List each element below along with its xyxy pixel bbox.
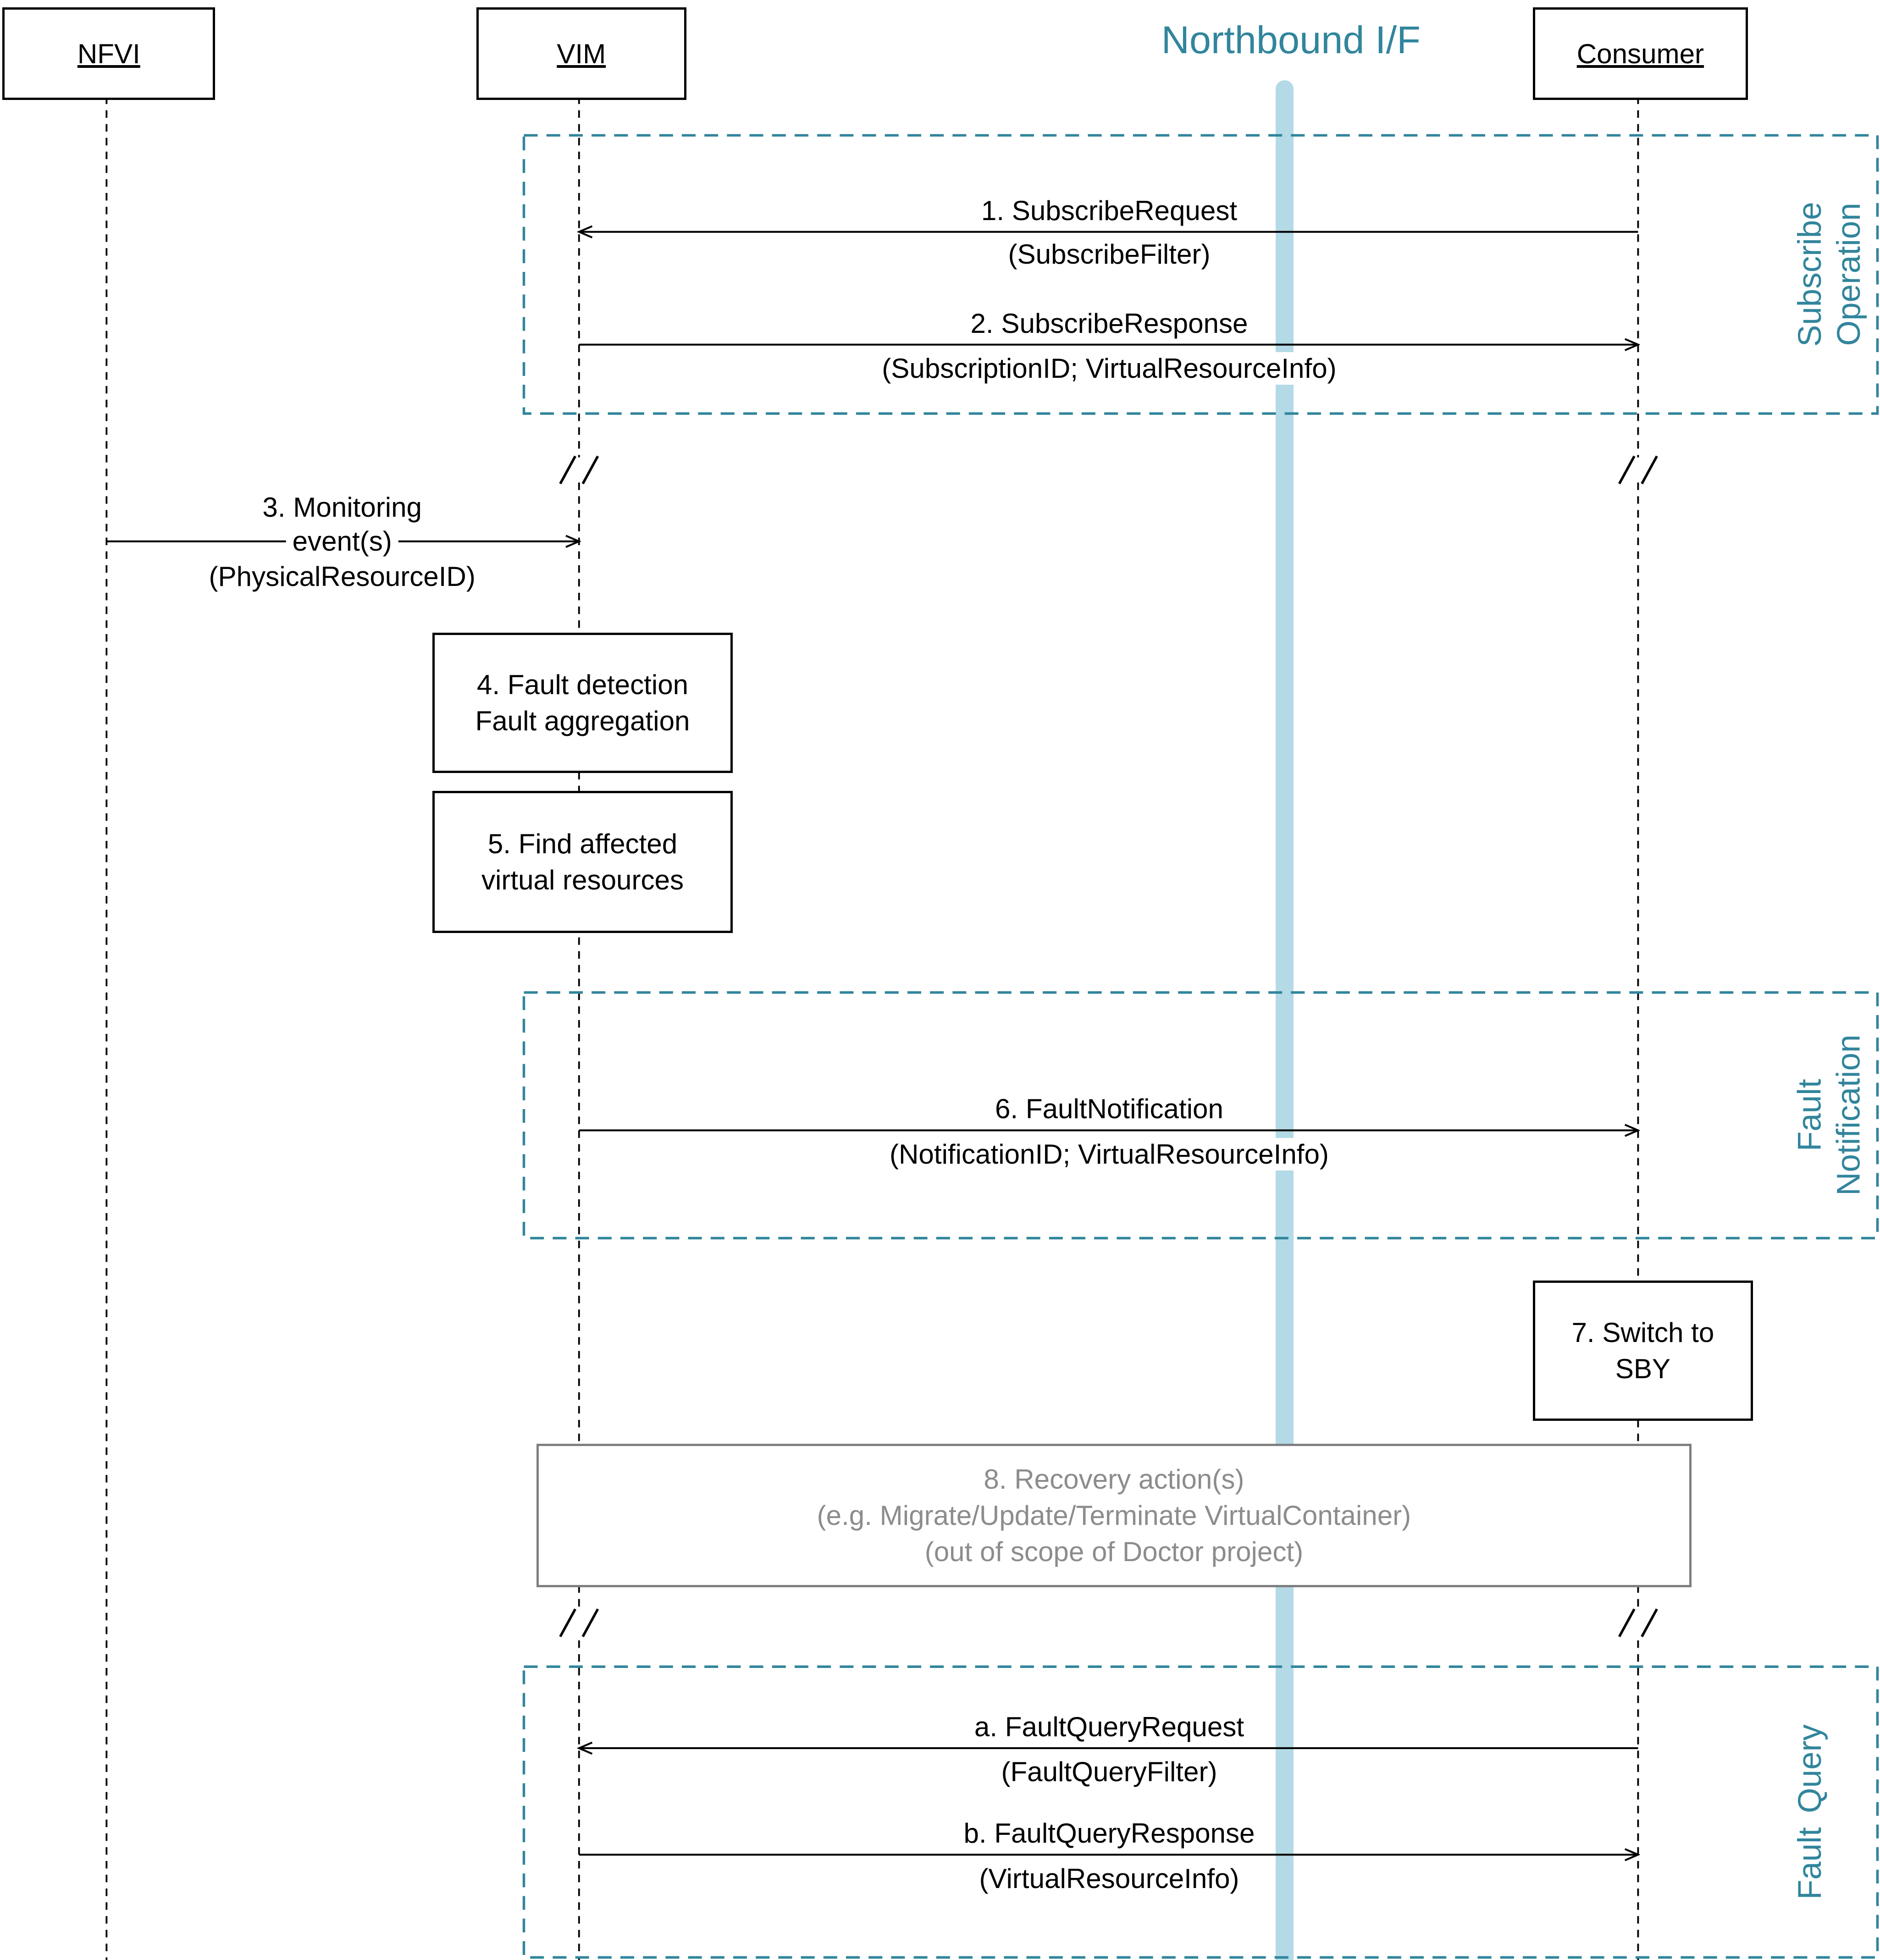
box-find-affected-resources: 5. Find affected virtual resources: [432, 790, 733, 933]
lifeline-break-consumer-bottom: [1618, 1608, 1658, 1637]
diagram-title: Northbound I/F: [1161, 18, 1421, 62]
msg-fault-query-response-params: (VirtualResourceInfo): [973, 1862, 1246, 1895]
box-line: 7. Switch to: [1571, 1317, 1714, 1348]
group-frame-subscribe-operation: [522, 134, 1879, 415]
box-line: (e.g. Migrate/Update/Terminate VirtualCo…: [817, 1500, 1411, 1531]
group-label-fault-query: Fault Query: [1791, 1667, 1874, 1957]
group-label-line: Fault: [1792, 1079, 1828, 1152]
box-line: 5. Find affected: [487, 828, 678, 859]
group-label-line: Fault: [1792, 1827, 1828, 1900]
actor-vim: VIM: [476, 7, 686, 100]
group-label-line: Operation: [1830, 203, 1867, 346]
actor-vim-label: VIM: [557, 38, 606, 69]
lifeline-break-consumer-top: [1618, 455, 1658, 485]
box-switch-to-sby: 7. Switch to SBY: [1532, 1281, 1753, 1421]
msg-monitoring-line3: (PhysicalResourceID): [202, 560, 482, 593]
northbound-interface-bar: [1276, 80, 1294, 1960]
msg-fault-notification-title: 6. FaultNotification: [989, 1093, 1230, 1126]
box-line: 8. Recovery action(s): [984, 1463, 1244, 1495]
msg-fault-query-request-params: (FaultQueryFilter): [995, 1756, 1224, 1789]
lifeline-break-vim-top: [559, 455, 599, 485]
msg-monitoring-line1: 3. Monitoring: [256, 491, 428, 524]
box-line: Fault aggregation: [475, 705, 690, 736]
msg-fault-query-request-title: a. FaultQueryRequest: [968, 1710, 1250, 1744]
box-recovery-actions: 8. Recovery action(s) (e.g. Migrate/Upda…: [536, 1443, 1692, 1588]
group-label-line: Notification: [1830, 1034, 1867, 1196]
actor-nfvi-label: NFVI: [77, 38, 140, 69]
msg-fault-notification-params: (NotificationID; VirtualResourceInfo): [883, 1137, 1335, 1170]
msg-monitoring-line2: event(s): [286, 525, 398, 558]
msg-subscribe-request-title: 1. SubscribeRequest: [975, 194, 1244, 227]
msg-subscribe-response-params: (SubscriptionID; VirtualResourceInfo): [875, 352, 1343, 385]
group-label-line: Query: [1792, 1724, 1828, 1813]
lifeline-break-vim-bottom: [559, 1608, 599, 1637]
msg-fault-query-response-title: b. FaultQueryResponse: [957, 1817, 1261, 1850]
group-frame-fault-notification: [522, 991, 1879, 1240]
group-frame-fault-query: [522, 1665, 1879, 1959]
box-line: (out of scope of Doctor project): [924, 1536, 1304, 1568]
msg-subscribe-response-title: 2. SubscribeResponse: [964, 307, 1255, 340]
msg-subscribe-request-params: (SubscribeFilter): [1001, 238, 1217, 271]
actor-nfvi: NFVI: [2, 7, 216, 100]
actor-consumer-label: Consumer: [1576, 38, 1704, 69]
group-label-fault-notification: Fault Notification: [1791, 993, 1874, 1238]
actor-consumer: Consumer: [1532, 7, 1748, 100]
box-line: virtual resources: [481, 865, 684, 896]
box-line: SBY: [1615, 1353, 1671, 1385]
box-fault-detection: 4. Fault detection Fault aggregation: [432, 633, 733, 773]
group-label-subscribe-operation: Subscribe Operation: [1791, 135, 1874, 414]
group-label-line: Subscribe: [1792, 202, 1828, 347]
box-line: 4. Fault detection: [476, 669, 689, 700]
